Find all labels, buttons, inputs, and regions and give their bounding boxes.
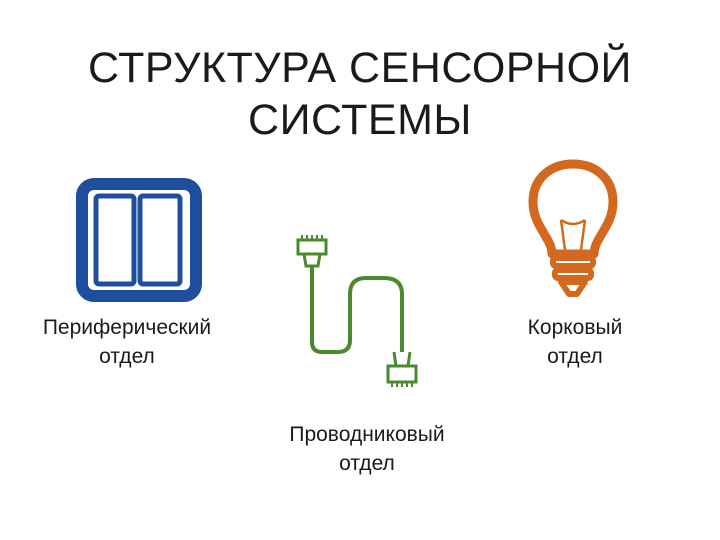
page-title: СТРУКТУРА СЕНСОРНОЙ СИСТЕМЫ bbox=[0, 42, 720, 146]
peripheral-label-line1: Периферический bbox=[42, 316, 212, 339]
light-bulb-icon bbox=[528, 159, 618, 297]
conductive-label-line2: отдел bbox=[339, 452, 395, 475]
cortical-label-line1: Корковый bbox=[527, 316, 623, 339]
cortical-label: Корковый отдел bbox=[480, 313, 670, 371]
cortical-label-line2: отдел bbox=[547, 345, 603, 368]
conductive-label-line1: Проводниковый bbox=[289, 423, 445, 446]
peripheral-label-line2: отдел bbox=[99, 345, 155, 368]
page-title-line2: СИСТЕМЫ bbox=[248, 96, 472, 144]
light-switch-icon bbox=[76, 178, 202, 302]
peripheral-label: Периферический отдел bbox=[22, 313, 232, 371]
page-title-line1: СТРУКТУРА СЕНСОРНОЙ bbox=[88, 44, 632, 92]
conductive-label: Проводниковый отдел bbox=[262, 420, 472, 478]
network-cable-icon bbox=[296, 235, 418, 387]
